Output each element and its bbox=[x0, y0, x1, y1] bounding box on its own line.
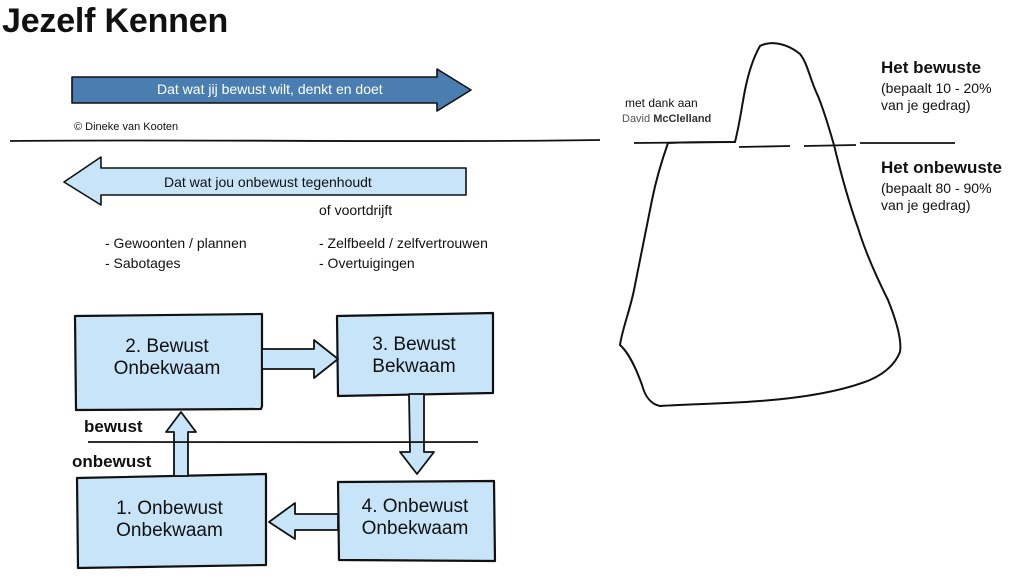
stage-box-2 bbox=[73, 312, 264, 412]
arrow-4-to-1 bbox=[268, 502, 339, 540]
horizon-line-top bbox=[9, 139, 601, 143]
stage-1-line1: 1. Onbewust bbox=[116, 498, 223, 519]
stage-4-label: 4. Onbewust Onbekwaam bbox=[340, 496, 490, 540]
stage-2-label: 2. Bewust Onbekwaam bbox=[77, 336, 257, 380]
iceberg-top-detail-line: van je gedrag) bbox=[881, 97, 971, 113]
credit-name: David McClelland bbox=[622, 113, 711, 125]
arrow-3-to-4 bbox=[399, 393, 435, 475]
unconscious-arrow bbox=[63, 156, 467, 206]
iceberg-shape bbox=[618, 42, 902, 408]
copyright-note: © Dineke van Kooten bbox=[74, 121, 179, 133]
stage-3-line1: 3. Bewust bbox=[372, 334, 456, 355]
stage-1-label: 1. Onbewust Onbekwaam bbox=[78, 498, 261, 542]
credit-last-name: McClelland bbox=[653, 113, 712, 125]
iceberg-top-detail: (bepaalt 10 - 20% van je gedrag) bbox=[881, 80, 992, 114]
iceberg-bottom-detail-line: van je gedrag) bbox=[881, 197, 971, 213]
list-item: - Overtuigingen bbox=[319, 255, 415, 271]
page-title: Jezelf Kennen bbox=[2, 2, 229, 40]
conscious-arrow-label: Dat wat jij bewust wilt, denkt en doet bbox=[157, 81, 383, 97]
side-label-onbewust: onbewust bbox=[72, 452, 152, 471]
iceberg-top-heading: Het bewuste bbox=[881, 58, 982, 77]
stage-3-line2: Bekwaam bbox=[372, 356, 456, 377]
arrow-1-to-2 bbox=[165, 411, 197, 477]
conscious-divider bbox=[87, 440, 479, 444]
iceberg-bottom-detail: (bepaalt 80 - 90% van je gedrag) bbox=[881, 180, 992, 214]
credit-first-name: David bbox=[622, 113, 651, 125]
unconscious-list-right: - Zelfbeeld / zelfvertrouwen - Overtuigi… bbox=[319, 233, 488, 273]
stage-3-label: 3. Bewust Bekwaam bbox=[339, 334, 489, 378]
stage-box-1 bbox=[75, 472, 268, 570]
iceberg-top-detail-line: (bepaalt 10 - 20% bbox=[881, 80, 992, 96]
side-label-bewust: bewust bbox=[84, 417, 143, 436]
stage-1-line2: Onbekwaam bbox=[116, 520, 223, 541]
iceberg-bottom-heading: Het onbewuste bbox=[881, 158, 1002, 177]
conscious-arrow bbox=[71, 68, 472, 112]
stage-2-line2: Onbekwaam bbox=[113, 358, 221, 379]
stage-box-4 bbox=[336, 479, 497, 563]
iceberg-bottom-detail-line: (bepaalt 80 - 90% bbox=[881, 180, 992, 196]
stage-4-line2: Onbekwaam bbox=[361, 518, 469, 539]
unconscious-list-left: - Gewoonten / plannen - Sabotages bbox=[105, 233, 247, 273]
unconscious-arrow-continuation: of voortdrijft bbox=[319, 202, 393, 218]
list-item: - Zelfbeeld / zelfvertrouwen bbox=[319, 235, 488, 251]
arrow-2-to-3 bbox=[261, 339, 339, 379]
list-item: - Gewoonten / plannen bbox=[105, 235, 247, 251]
stage-2-line1: 2. Bewust bbox=[125, 336, 209, 357]
unconscious-arrow-label: Dat wat jou onbewust tegenhoudt bbox=[164, 174, 372, 190]
credit-line: met dank aan bbox=[625, 96, 698, 110]
list-item: - Sabotages bbox=[105, 255, 181, 271]
stage-box-3 bbox=[335, 311, 495, 398]
stage-4-line1: 4. Onbewust bbox=[361, 496, 469, 517]
